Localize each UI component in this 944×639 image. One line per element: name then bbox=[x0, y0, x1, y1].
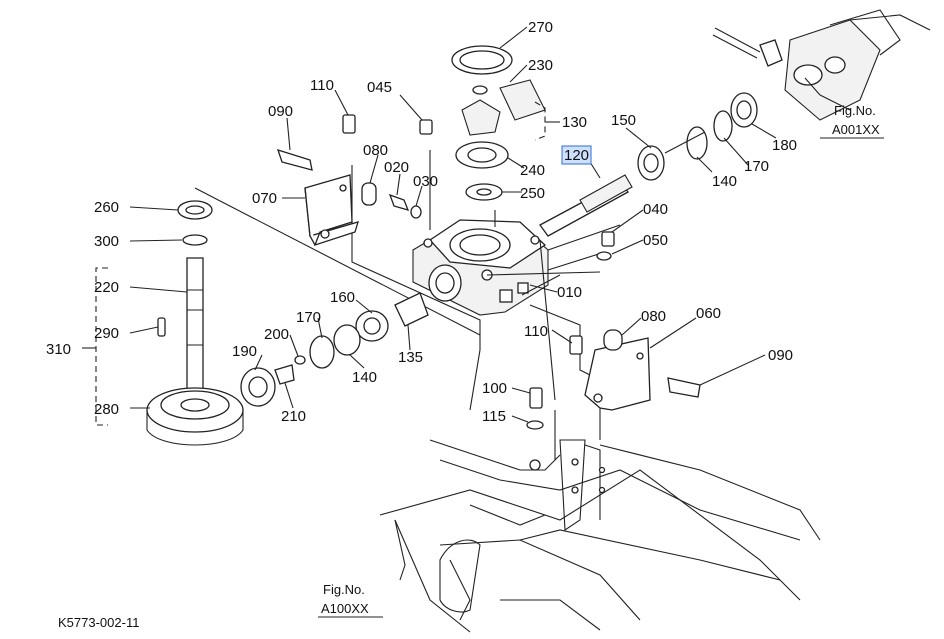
part-number: 045 bbox=[367, 79, 392, 96]
part-label-080[interactable]: 080 bbox=[363, 142, 388, 159]
part-number: 135 bbox=[398, 349, 423, 366]
right-bracket bbox=[526, 231, 701, 471]
figure-ref-number: A001XX bbox=[832, 122, 880, 137]
part-label-250[interactable]: 250 bbox=[520, 185, 545, 202]
lower-shaft-parts bbox=[240, 292, 429, 407]
part-number: 040 bbox=[643, 201, 668, 218]
part-number: 090 bbox=[268, 103, 293, 120]
part-label-090[interactable]: 090 bbox=[768, 347, 793, 364]
part-label-210[interactable]: 210 bbox=[281, 408, 306, 425]
part-label-270[interactable]: 270 bbox=[528, 19, 553, 36]
part-number: 110 bbox=[524, 323, 548, 340]
figure-ref-a001xx[interactable]: Fig.No. A001XX bbox=[820, 103, 884, 139]
part-number: 200 bbox=[264, 326, 289, 343]
part-number: 280 bbox=[94, 401, 119, 418]
part-number: 190 bbox=[232, 343, 257, 360]
drive-shaft-assembly bbox=[712, 9, 931, 121]
part-number: 230 bbox=[528, 57, 553, 74]
part-number: 170 bbox=[744, 158, 769, 175]
part-number: 250 bbox=[520, 185, 545, 202]
part-label-180[interactable]: 180 bbox=[772, 137, 797, 154]
part-label-110[interactable]: 110 bbox=[310, 77, 334, 94]
part-number: 130 bbox=[562, 114, 587, 131]
part-label-040[interactable]: 040 bbox=[643, 201, 668, 218]
part-number: 300 bbox=[94, 233, 119, 250]
part-label-130[interactable]: 130 bbox=[562, 114, 587, 131]
output-shaft-assembly bbox=[82, 200, 244, 446]
part-number: 010 bbox=[557, 284, 582, 301]
part-number: 120 bbox=[564, 147, 589, 164]
part-label-230[interactable]: 230 bbox=[528, 57, 553, 74]
part-number: 210 bbox=[281, 408, 306, 425]
part-number: 240 bbox=[520, 162, 545, 179]
part-label-050[interactable]: 050 bbox=[643, 232, 668, 249]
part-label-170[interactable]: 170 bbox=[296, 309, 321, 326]
part-label-200[interactable]: 200 bbox=[264, 326, 289, 343]
part-number: 060 bbox=[696, 305, 721, 322]
part-label-020[interactable]: 020 bbox=[384, 159, 409, 176]
top-gear-stack bbox=[451, 45, 546, 201]
part-label-140[interactable]: 140 bbox=[352, 369, 377, 386]
part-number: 290 bbox=[94, 325, 119, 342]
figure-ref-number: A100XX bbox=[321, 601, 369, 616]
part-number: 020 bbox=[384, 159, 409, 176]
part-label-170[interactable]: 170 bbox=[744, 158, 769, 175]
part-number: 030 bbox=[413, 173, 438, 190]
part-label-090[interactable]: 090 bbox=[268, 103, 293, 120]
part-number: 270 bbox=[528, 19, 553, 36]
part-number: 170 bbox=[296, 309, 321, 326]
part-label-070[interactable]: 070 bbox=[252, 190, 277, 207]
part-label-140[interactable]: 140 bbox=[712, 173, 737, 190]
leader-lines bbox=[129, 26, 851, 581]
part-label-010[interactable]: 010 bbox=[557, 284, 582, 301]
part-label-060[interactable]: 060 bbox=[696, 305, 721, 322]
left-bracket bbox=[276, 114, 433, 247]
part-label-120[interactable]: 120 bbox=[561, 145, 592, 165]
part-label-045[interactable]: 045 bbox=[367, 79, 392, 96]
part-number: 150 bbox=[611, 112, 636, 129]
part-number: 140 bbox=[352, 369, 377, 386]
part-label-190[interactable]: 190 bbox=[232, 343, 257, 360]
part-number: 260 bbox=[94, 199, 119, 216]
part-number: 070 bbox=[252, 190, 277, 207]
part-label-300[interactable]: 300 bbox=[94, 233, 119, 250]
figure-ref-caption: Fig.No. bbox=[834, 103, 876, 118]
part-label-080[interactable]: 080 bbox=[641, 308, 666, 325]
part-number: 180 bbox=[772, 137, 797, 154]
part-number: 115 bbox=[482, 408, 506, 425]
part-label-160[interactable]: 160 bbox=[330, 289, 355, 306]
part-label-110[interactable]: 110 bbox=[524, 323, 548, 340]
input-shaft bbox=[539, 92, 758, 237]
part-label-240[interactable]: 240 bbox=[520, 162, 545, 179]
drawing-number: K5773-002-11 bbox=[58, 615, 139, 630]
part-number: 220 bbox=[94, 279, 119, 296]
part-number: 100 bbox=[482, 380, 507, 397]
part-label-030[interactable]: 030 bbox=[413, 173, 438, 190]
part-number: 080 bbox=[641, 308, 666, 325]
part-label-150[interactable]: 150 bbox=[611, 112, 636, 129]
part-label-100[interactable]: 100 bbox=[482, 380, 507, 397]
figure-ref-caption: Fig.No. bbox=[323, 582, 365, 597]
figure-ref-a100xx[interactable]: Fig.No. A100XX bbox=[318, 582, 383, 618]
mower-frame bbox=[379, 439, 821, 633]
part-label-280[interactable]: 280 bbox=[94, 401, 119, 418]
part-label-115[interactable]: 115 bbox=[482, 408, 506, 425]
part-number: 110 bbox=[310, 77, 334, 94]
part-label-260[interactable]: 260 bbox=[94, 199, 119, 216]
part-number: 310 bbox=[46, 341, 71, 358]
part-number: 160 bbox=[330, 289, 355, 306]
part-number: 050 bbox=[643, 232, 668, 249]
gearbox-housing bbox=[412, 219, 549, 316]
part-label-310[interactable]: 310 bbox=[46, 341, 71, 358]
part-label-135[interactable]: 135 bbox=[398, 349, 423, 366]
part-label-290[interactable]: 290 bbox=[94, 325, 119, 342]
part-label-220[interactable]: 220 bbox=[94, 279, 119, 296]
part-number: 080 bbox=[363, 142, 388, 159]
part-number: 090 bbox=[768, 347, 793, 364]
part-number: 140 bbox=[712, 173, 737, 190]
